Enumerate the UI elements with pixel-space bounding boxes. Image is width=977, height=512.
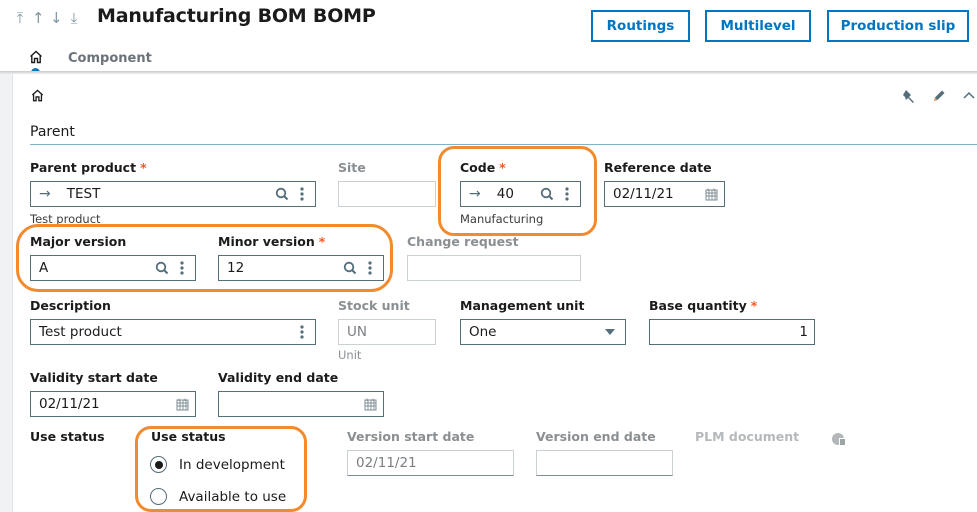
validity-start-date-input[interactable]: 02/11/21	[30, 391, 196, 417]
header-divider	[0, 71, 977, 74]
major-version-input[interactable]: A	[30, 255, 196, 281]
base-quantity-label: Base quantity*	[649, 298, 758, 313]
search-icon[interactable]	[343, 260, 357, 276]
routings-button[interactable]: Routings	[591, 10, 690, 42]
stock-unit-description: Unit	[338, 348, 362, 362]
reference-date-label: Reference date	[604, 160, 712, 175]
section-title: Parent	[30, 124, 75, 140]
plm-document-link[interactable]	[831, 431, 847, 451]
change-request-input[interactable]	[407, 255, 581, 281]
management-unit-select[interactable]: One	[460, 319, 626, 345]
production-slip-button[interactable]: Production slip	[827, 10, 969, 42]
left-gutter	[0, 74, 13, 512]
first-record-icon[interactable]: ⤒	[16, 9, 24, 27]
more-options-icon[interactable]	[295, 186, 309, 202]
version-end-date-input[interactable]	[536, 450, 673, 476]
change-request-label: Change request	[407, 234, 519, 249]
code-input[interactable]: → 40	[460, 181, 581, 207]
site-input[interactable]	[338, 181, 436, 207]
validity-end-date-input[interactable]	[218, 391, 384, 417]
radio-selected-icon	[150, 456, 167, 473]
version-start-date-label: Version start date	[347, 429, 475, 444]
calendar-icon[interactable]	[704, 186, 718, 202]
dropdown-caret-icon[interactable]	[603, 324, 617, 340]
parent-product-description: Test product	[30, 212, 101, 226]
arrow-right-icon[interactable]: →	[469, 186, 481, 202]
section-toolbar	[901, 88, 977, 104]
collapse-icon[interactable]	[961, 88, 977, 104]
page-title: Manufacturing BOM BOMP	[97, 5, 376, 27]
minor-version-label: Minor version*	[218, 234, 326, 249]
tab-component[interactable]: Component	[68, 51, 152, 66]
search-icon[interactable]	[540, 186, 554, 202]
more-options-icon[interactable]	[560, 186, 574, 202]
tab-home[interactable]	[28, 49, 44, 65]
code-description: Manufacturing	[460, 212, 544, 226]
radio-unselected-icon	[150, 488, 167, 505]
next-record-icon[interactable]: ↓	[50, 9, 63, 27]
version-end-date-label: Version end date	[536, 429, 656, 444]
use-status-available-radio[interactable]: Available to use	[150, 488, 286, 505]
last-record-icon[interactable]: ⤓	[70, 9, 78, 27]
description-input[interactable]: Test product	[30, 319, 316, 345]
parent-product-input[interactable]: → TEST	[30, 181, 316, 207]
section-home-button[interactable]	[30, 88, 45, 107]
more-options-icon[interactable]	[363, 260, 377, 276]
search-icon[interactable]	[275, 186, 289, 202]
pin-icon[interactable]	[901, 88, 917, 104]
use-status-group-label: Use status	[30, 429, 105, 444]
calendar-icon[interactable]	[363, 396, 377, 412]
major-version-label: Major version	[30, 234, 127, 249]
edit-icon[interactable]	[931, 88, 947, 104]
stock-unit-label: Stock unit	[338, 298, 410, 313]
arrow-right-icon[interactable]: →	[39, 186, 51, 202]
more-options-icon[interactable]	[295, 324, 309, 340]
previous-record-icon[interactable]: ↑	[32, 9, 45, 27]
parent-section: Parent Parent product* → TEST Test produ…	[13, 74, 977, 512]
validity-end-date-label: Validity end date	[218, 370, 339, 385]
minor-version-input[interactable]: 12	[218, 255, 384, 281]
validity-start-date-label: Validity start date	[30, 370, 158, 385]
multilevel-button[interactable]: Multilevel	[705, 10, 811, 42]
tab-bar: Component	[0, 46, 977, 77]
section-divider	[30, 144, 977, 145]
record-navigation: ⤒ ↑ ↓ ⤓	[14, 9, 80, 27]
globe-document-icon	[832, 433, 846, 446]
more-options-icon[interactable]	[175, 260, 189, 276]
code-label: Code*	[460, 160, 506, 175]
home-icon	[31, 89, 44, 102]
use-status-in-development-radio[interactable]: In development	[150, 456, 285, 473]
search-icon[interactable]	[155, 260, 169, 276]
site-label: Site	[338, 160, 366, 175]
home-icon	[30, 50, 42, 64]
description-label: Description	[30, 298, 111, 313]
stock-unit-input[interactable]: UN	[338, 319, 436, 345]
base-quantity-input[interactable]: 1	[649, 319, 815, 345]
management-unit-label: Management unit	[460, 298, 585, 313]
parent-product-label: Parent product*	[30, 160, 147, 175]
calendar-icon[interactable]	[175, 396, 189, 412]
reference-date-input[interactable]: 02/11/21	[604, 181, 725, 207]
plm-document-label: PLM document	[695, 429, 800, 444]
version-start-date-input[interactable]: 02/11/21	[347, 450, 514, 476]
use-status-label: Use status	[151, 429, 226, 444]
page-header: ⤒ ↑ ↓ ⤓ Manufacturing BOM BOMP Routings …	[0, 0, 977, 77]
